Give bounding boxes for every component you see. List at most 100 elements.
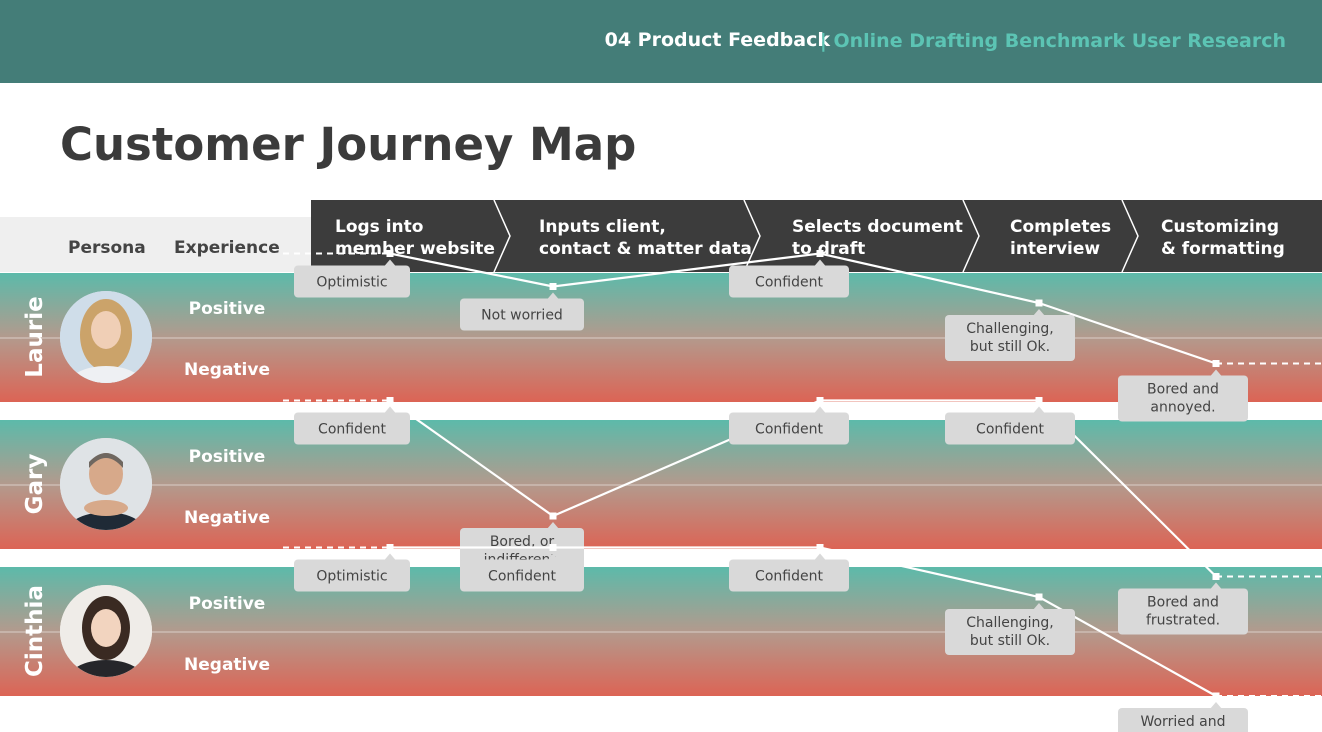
card-pointer xyxy=(384,553,396,561)
emotion-label: but still Ok. xyxy=(970,339,1050,355)
emotion-label: Confident xyxy=(755,275,823,291)
stage-5-line-1: Customizing xyxy=(1161,217,1279,237)
emotion-label: Optimistic xyxy=(316,569,387,585)
avatar-cinthia xyxy=(60,585,152,677)
negative-label: Negative xyxy=(184,360,270,380)
stage-2-line-1: Inputs client, xyxy=(539,217,666,237)
negative-label: Negative xyxy=(184,508,270,528)
card-pointer xyxy=(547,522,559,529)
row-band xyxy=(0,273,1322,402)
emotion-card: Optimistic xyxy=(294,259,410,298)
page-title: Customer Journey Map xyxy=(60,118,637,171)
stage-3-line-1: Selects document xyxy=(792,217,963,237)
card-pointer xyxy=(1033,309,1045,316)
emotion-label: Confident xyxy=(755,569,823,585)
project-label: | Online Drafting Benchmark User Researc… xyxy=(819,30,1286,52)
emotion-card: Challenging,but still Ok. xyxy=(945,603,1075,655)
persona-row-cinthia: Cinthia Positive Negative xyxy=(0,567,1322,696)
card-bg xyxy=(729,265,849,298)
card-bg xyxy=(460,559,584,592)
card-bg xyxy=(729,559,849,592)
emotion-card: Confident xyxy=(460,553,584,592)
journey-point xyxy=(816,397,824,404)
journey-point xyxy=(1035,299,1043,307)
emotion-label: Bored, or xyxy=(490,534,555,550)
card-bg xyxy=(1118,375,1248,422)
journey-point xyxy=(1035,593,1043,601)
card-pointer xyxy=(1210,702,1222,709)
stage-divider xyxy=(743,199,761,273)
column-header-area xyxy=(0,217,311,272)
emotion-label: Not worried xyxy=(481,308,563,324)
card-pointer xyxy=(547,292,559,300)
card-pointer xyxy=(814,553,826,561)
journey-point xyxy=(1212,360,1220,367)
card-pointer xyxy=(1033,406,1045,414)
avatar-gary xyxy=(60,438,152,530)
journey-point xyxy=(549,283,557,290)
card-bg xyxy=(1118,588,1248,635)
emotion-label: frustrated. xyxy=(1146,613,1220,629)
journey-point xyxy=(549,512,557,520)
emotion-label: annoyed. xyxy=(1150,400,1215,416)
journey-point xyxy=(386,544,394,551)
persona-row-laurie: Laurie Positive Negative xyxy=(0,273,1322,402)
emotion-card: Confident xyxy=(729,406,849,445)
emotion-label: Bored and xyxy=(1147,595,1219,611)
emotion-label: Confident xyxy=(318,422,386,438)
emotion-label: Worried and xyxy=(1140,714,1225,730)
top-banner: 04 Product Feedback | Online Drafting Be… xyxy=(0,0,1322,83)
card-bg xyxy=(294,412,410,445)
stage-1-line-1: Logs into xyxy=(335,217,423,237)
card-bg xyxy=(945,315,1075,361)
emotion-label: but still Ok. xyxy=(970,633,1050,649)
emotion-card: Confident xyxy=(729,553,849,592)
emotion-card: Confident xyxy=(729,259,849,298)
card-bg xyxy=(945,609,1075,655)
emotion-label: Confident xyxy=(976,422,1044,438)
stage-2-line-2: contact & matter data xyxy=(539,239,752,259)
positive-label: Positive xyxy=(189,447,266,467)
card-bg xyxy=(294,265,410,298)
positive-label: Positive xyxy=(189,594,266,614)
emotion-label: Bored and xyxy=(1147,382,1219,398)
emotion-card: Confident xyxy=(294,406,410,445)
card-pointer xyxy=(547,553,559,561)
journey-point xyxy=(1035,397,1043,404)
journey-point xyxy=(1212,573,1220,580)
stage-4-line-1: Completes xyxy=(1010,217,1111,237)
avatar-laurie xyxy=(60,291,152,383)
emotion-label: Optimistic xyxy=(316,275,387,291)
emotion-card: Not worried xyxy=(460,292,584,331)
journey-point xyxy=(816,544,824,551)
journey-point xyxy=(386,397,394,404)
row-band xyxy=(0,420,1322,549)
persona-column-header: Persona xyxy=(68,238,146,258)
stage-4-line-2: interview xyxy=(1010,239,1100,259)
card-pointer xyxy=(814,259,826,267)
experience-column-header: Experience xyxy=(174,238,280,258)
card-pointer xyxy=(1033,603,1045,610)
card-pointer xyxy=(814,406,826,414)
stage-bar-bg xyxy=(311,200,1322,272)
emotion-card: Confident xyxy=(945,406,1075,445)
card-pointer xyxy=(1210,582,1222,590)
journey-point xyxy=(1212,692,1220,700)
stage-divider xyxy=(1121,199,1139,273)
emotion-card: Bored and frustrated. xyxy=(1118,582,1248,635)
card-pointer xyxy=(1210,369,1222,377)
card-bg xyxy=(1118,708,1248,732)
card-pointer xyxy=(384,406,396,414)
emotion-label: Confident xyxy=(488,569,556,585)
section-label: 04 Product Feedback xyxy=(604,29,830,51)
emotion-label: Challenging, xyxy=(966,321,1053,337)
stage-1-line-2: member website xyxy=(335,239,495,259)
positive-label: Positive xyxy=(189,299,266,319)
persona-name-laurie: Laurie xyxy=(22,296,48,377)
stage-5-line-2: & formatting xyxy=(1161,239,1285,259)
journey-point xyxy=(386,250,394,257)
negative-label: Negative xyxy=(184,655,270,675)
